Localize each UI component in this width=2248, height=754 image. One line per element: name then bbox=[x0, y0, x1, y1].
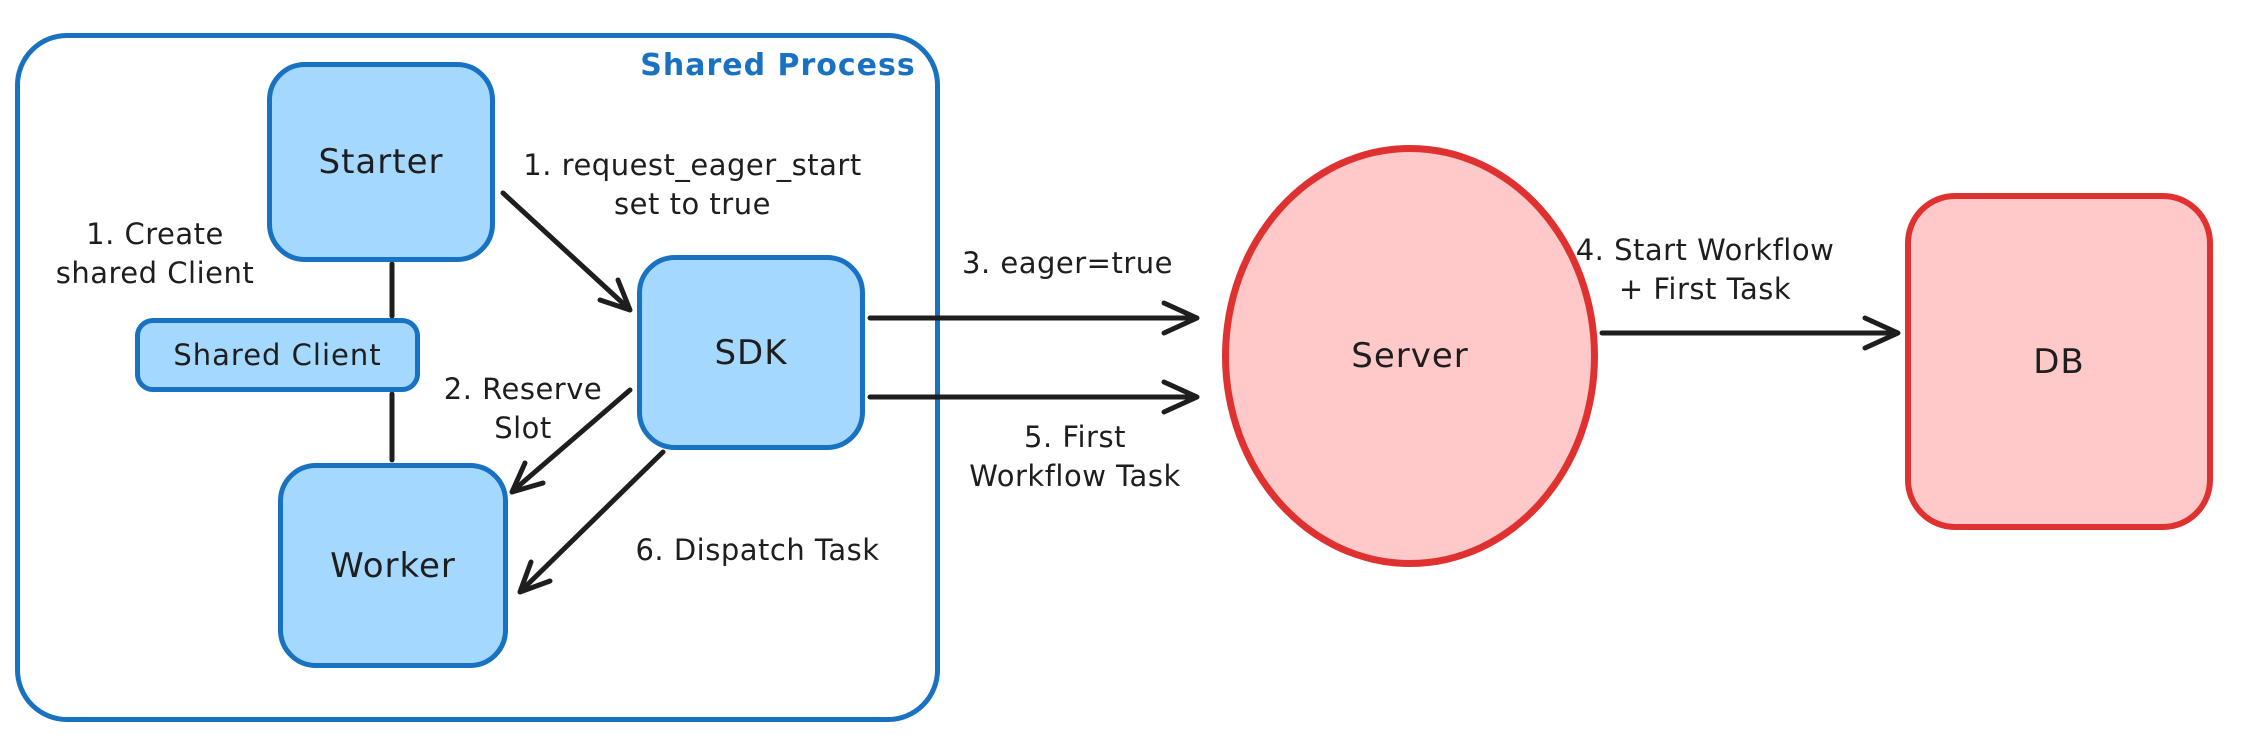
annotation-request-eager-start: 1. request_eager_start set to true bbox=[523, 148, 862, 222]
node-db: DB bbox=[1905, 193, 2213, 530]
annotation-eager-true: 3. eager=true bbox=[962, 246, 1173, 280]
node-sdk-label: SDK bbox=[714, 332, 788, 373]
shared-process-label: Shared Process bbox=[640, 48, 916, 83]
node-db-label: DB bbox=[2033, 341, 2085, 382]
node-starter: Starter bbox=[267, 62, 495, 262]
annotation-first-workflow-task: 5. First Workflow Task bbox=[969, 420, 1181, 494]
node-worker-label: Worker bbox=[330, 545, 456, 586]
node-shared-client-label: Shared Client bbox=[173, 338, 382, 372]
annotation-create-shared-client: 1. Create shared Client bbox=[55, 217, 255, 291]
node-shared-client: Shared Client bbox=[135, 318, 420, 392]
shared-process-frame bbox=[15, 33, 940, 722]
node-server-label: Server bbox=[1351, 336, 1469, 376]
node-sdk: SDK bbox=[637, 255, 865, 450]
annotation-start-workflow: 4. Start Workflow + First Task bbox=[1575, 233, 1835, 307]
node-starter-label: Starter bbox=[318, 142, 444, 182]
annotation-dispatch-task: 6. Dispatch Task bbox=[635, 533, 880, 567]
node-worker: Worker bbox=[278, 463, 508, 668]
annotation-reserve-slot: 2. Reserve Slot bbox=[443, 372, 603, 446]
connector-server-db-arrow bbox=[1599, 315, 1901, 351]
node-server: Server bbox=[1222, 145, 1598, 567]
